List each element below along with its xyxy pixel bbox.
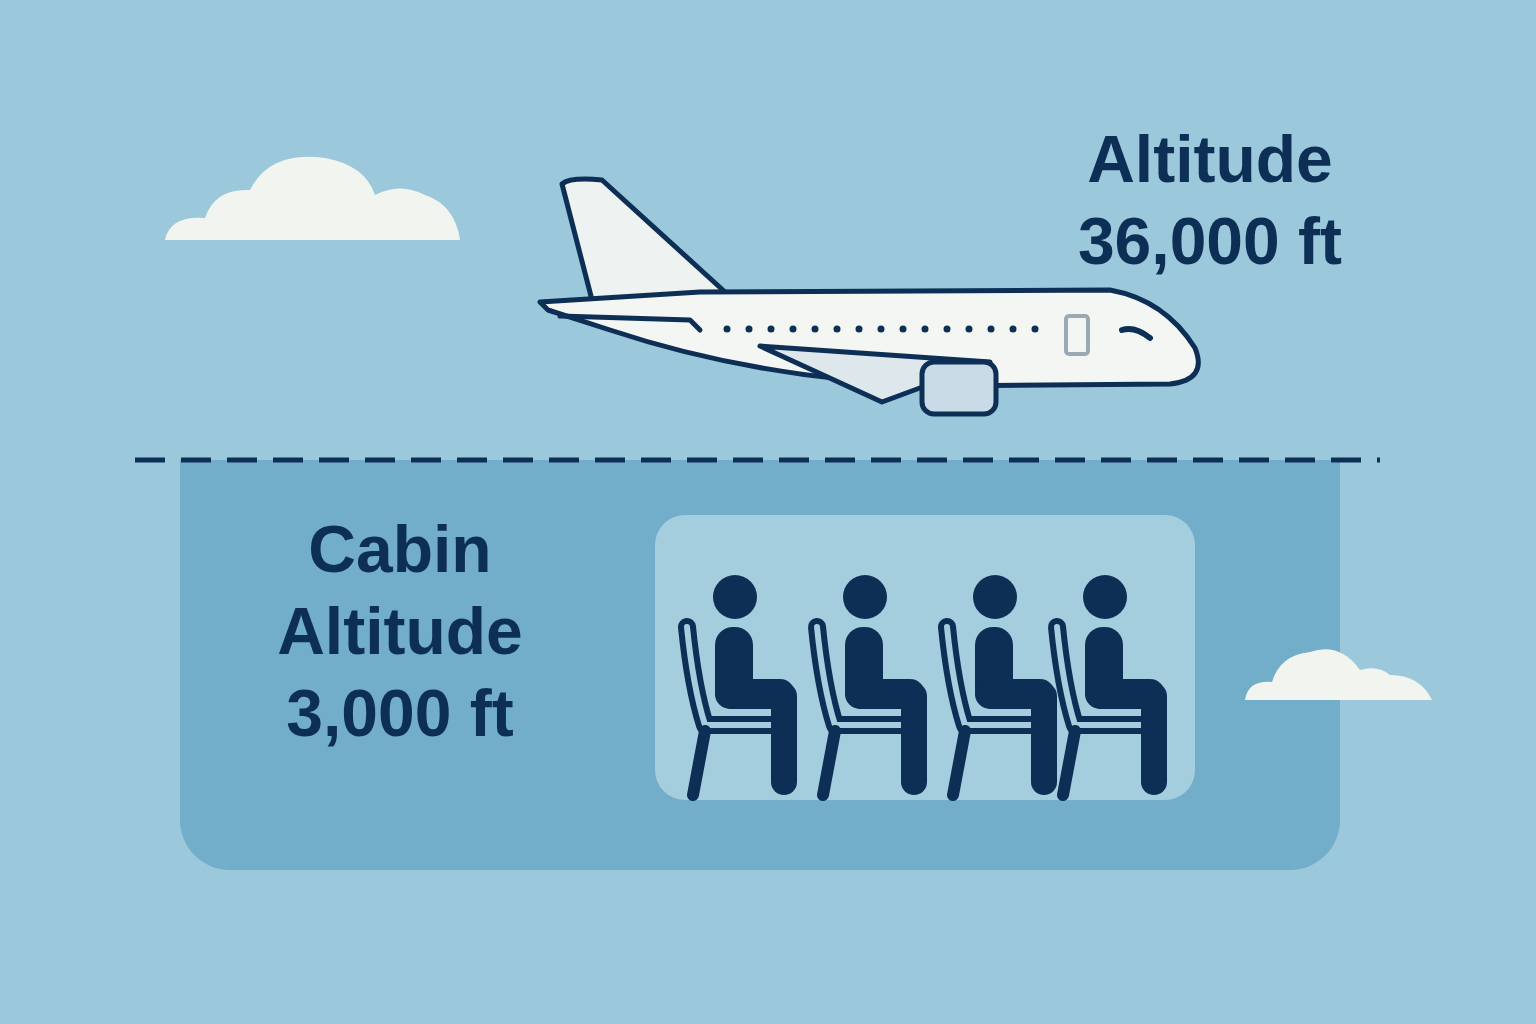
cloud — [165, 157, 460, 240]
cloud — [1245, 649, 1432, 700]
altitude-heading: Altitude — [1005, 118, 1415, 200]
cabin-altitude-heading: Cabin Altitude — [230, 508, 570, 672]
cabin-windows — [724, 326, 1039, 333]
passenger-icons — [687, 575, 1167, 795]
altitude-value: 36,000 ft — [1005, 200, 1415, 282]
seat-panel — [655, 515, 1195, 800]
dashed-line — [135, 458, 1380, 463]
cabin-band: Cabin Altitude3,000 ft — [180, 460, 1340, 870]
cabin-altitude-value: 3,000 ft — [220, 672, 580, 754]
